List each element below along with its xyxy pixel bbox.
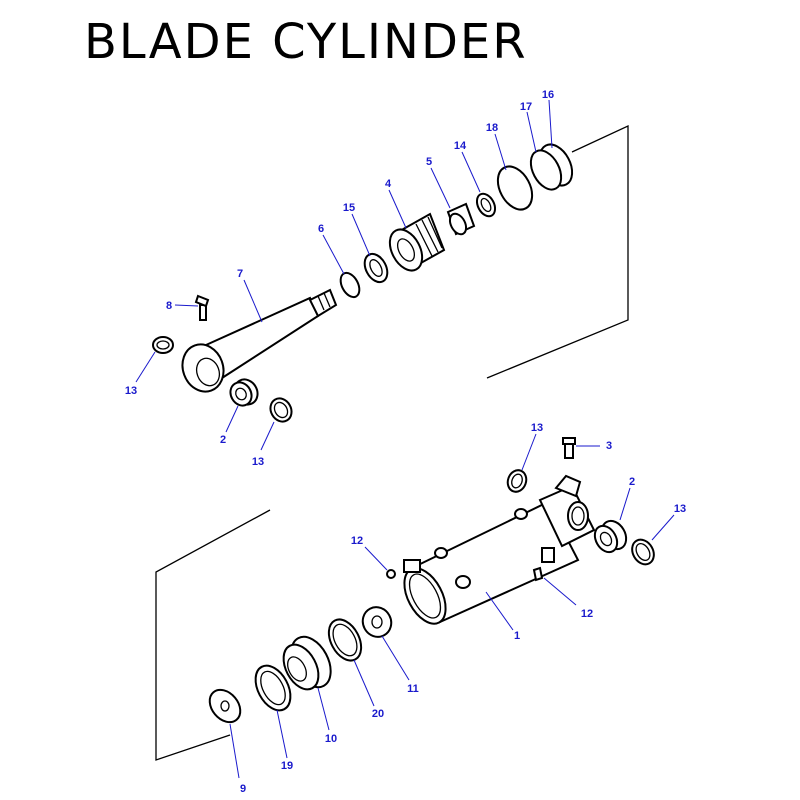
callout-2-a: 2 [220, 434, 226, 446]
callout-19: 19 [281, 760, 293, 772]
part-10-piston-seal [282, 635, 332, 691]
part-13-dust-seal-d [631, 538, 655, 566]
callout-1: 1 [514, 630, 520, 642]
part-15-seal [363, 252, 389, 284]
lower-group-boundary [155, 509, 271, 761]
part-11-nut [361, 606, 393, 638]
part-19-ring [254, 664, 292, 712]
callout-13-c: 13 [531, 422, 543, 434]
part-12-plug-b [532, 566, 544, 582]
part-9-washer [208, 688, 242, 724]
callout-5: 5 [426, 156, 432, 168]
callout-10: 10 [325, 733, 337, 745]
callout-2-b: 2 [629, 476, 635, 488]
part-4-piston [388, 212, 446, 272]
part-13-dust-seal-c [506, 469, 528, 493]
callout-14: 14 [454, 140, 467, 152]
callout-9: 9 [240, 783, 246, 795]
callout-11: 11 [407, 683, 419, 695]
part-8-grease-fitting [194, 294, 210, 321]
page-title: BLADE CYLINDER [84, 14, 528, 70]
part-12-plug-a [386, 569, 396, 579]
callout-4: 4 [385, 178, 392, 190]
callout-3: 3 [606, 440, 612, 452]
part-18-oring [496, 165, 534, 211]
part-13-dust-seal-a [152, 336, 174, 354]
part-1-cylinder-body [403, 474, 596, 625]
upper-group-boundary [486, 124, 629, 379]
part-20-wear-ring [327, 618, 363, 662]
part-3-grease-fitting [562, 437, 576, 459]
callout-12-b: 12 [581, 608, 593, 620]
part-16-17-rings [529, 143, 574, 191]
callout-7: 7 [237, 268, 243, 280]
callout-13-b: 13 [252, 456, 264, 468]
callout-20: 20 [372, 708, 384, 720]
callout-17: 17 [520, 101, 532, 113]
part-7-piston-rod [181, 288, 338, 393]
callout-6: 6 [318, 223, 324, 235]
leader-lines [135, 99, 675, 779]
callout-12-a: 12 [351, 535, 363, 547]
part-6-snap-ring [339, 271, 361, 299]
callout-16: 16 [542, 89, 554, 101]
callout-18: 18 [486, 122, 498, 134]
callout-13-a: 13 [125, 385, 137, 397]
callout-8: 8 [166, 300, 172, 312]
callout-13-d: 13 [674, 503, 686, 515]
part-2-bushing-b [593, 519, 628, 554]
part-14-seal [475, 192, 497, 218]
part-2-bushing-a [229, 378, 259, 407]
part-5-bushing [446, 202, 476, 236]
part-13-dust-seal-b [269, 397, 293, 423]
callout-15: 15 [343, 202, 355, 214]
